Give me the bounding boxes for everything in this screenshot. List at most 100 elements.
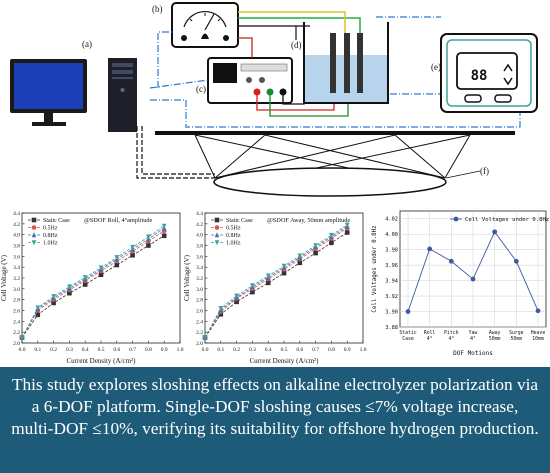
y-axis-label: Cell Voltage (V)	[183, 254, 191, 301]
x-tick-label: 0.5	[98, 347, 105, 353]
legend-label: 0.8Hz	[226, 233, 241, 239]
y-tick-label: 3.4	[196, 265, 203, 271]
y-axis-label: Cell Voltage (V)	[0, 254, 8, 301]
y-axis-label: Cell Voltages under 0.8Hz	[372, 225, 378, 312]
x-tick-label: 0.7	[312, 347, 319, 353]
x-tick-label: 0.4	[265, 347, 272, 353]
legend-label: 0.5Hz	[43, 226, 58, 232]
chart-title: @SDOF Roll, 4°amplitude	[84, 217, 153, 224]
y-tick-label: 3.0	[13, 287, 20, 293]
y-tick-label: 4.00	[385, 232, 398, 238]
data-point	[535, 308, 541, 314]
x-tick-label: 1.0	[177, 347, 184, 353]
data-point	[427, 246, 433, 252]
data-point	[250, 289, 255, 295]
x-tick-label: 0.0	[202, 347, 209, 353]
computer-tower	[108, 58, 137, 132]
series-3	[202, 222, 350, 341]
y-tick-label: 3.90	[385, 310, 398, 316]
label-b: (b)	[152, 4, 163, 14]
legend-marker	[31, 232, 37, 238]
series-1	[19, 228, 167, 340]
data-point	[492, 229, 498, 235]
x-axis-label: Current Density (A/cm²)	[250, 357, 320, 365]
x-tick-label: 0.5	[281, 347, 288, 353]
legend-label: Static Case	[43, 218, 70, 224]
sloshing-controller: 88	[440, 33, 538, 113]
legend-marker	[453, 216, 459, 222]
label-e: (e)	[431, 62, 441, 72]
data-point	[448, 258, 454, 264]
data-point	[313, 250, 318, 256]
series-0	[19, 233, 167, 340]
y-tick-label: 3.92	[385, 294, 398, 300]
data-point	[281, 263, 287, 269]
data-point	[297, 253, 303, 259]
x-tick-label: 0.4	[82, 347, 89, 353]
y-tick-label: 2.0	[196, 341, 203, 347]
power-supply	[207, 57, 293, 104]
y-tick-label: 3.6	[13, 254, 20, 260]
x-tick-label: Roll	[424, 330, 436, 336]
x-axis-label: Current Density (A/cm²)	[67, 357, 137, 365]
data-point	[161, 223, 167, 229]
x-tick-label: Heave	[531, 330, 546, 336]
legend-marker	[31, 240, 37, 246]
legend-label: Cell Voltages under 0.8Hz	[465, 217, 549, 223]
x-tick-label: 0.6	[113, 347, 120, 353]
data-point	[130, 244, 135, 250]
electrolyzer-tank	[303, 22, 389, 104]
y-tick-label: 3.94	[385, 279, 398, 285]
x-tick-label: Yaw	[469, 330, 478, 336]
x-tick-label: 50mm	[511, 336, 523, 342]
x-tick-label: 4°	[427, 336, 433, 342]
x-tick-label: 0.8	[328, 347, 335, 353]
x-tick-label: 4°	[448, 336, 454, 342]
data-point	[218, 306, 224, 312]
y-tick-label: 2.8	[13, 298, 20, 304]
label-d: (d)	[291, 40, 302, 50]
series-1	[202, 225, 350, 340]
data-point	[82, 282, 88, 287]
legend-label: 1.0Hz	[43, 241, 58, 247]
x-tick-label: Case	[402, 336, 414, 342]
y-tick-label: 3.2	[13, 276, 20, 282]
chart-title: @SDOF Away, 50mm amplitude	[267, 217, 350, 224]
data-point	[470, 276, 476, 282]
y-tick-label: 4.0	[196, 233, 203, 239]
data-point	[234, 293, 239, 299]
data-point	[313, 243, 318, 249]
x-tick-label: Pitch	[444, 330, 459, 336]
x-tick-label: 10mm	[532, 336, 544, 342]
y-tick-label: 4.0	[13, 233, 20, 239]
data-point	[265, 273, 271, 279]
x-tick-label: 50mm	[489, 336, 501, 342]
x-tick-label: 0.6	[296, 347, 303, 353]
computer-monitor	[10, 59, 87, 126]
y-tick-label: 3.6	[196, 254, 203, 260]
y-tick-label: 3.2	[196, 276, 203, 282]
label-a: (a)	[82, 39, 92, 49]
data-point	[405, 309, 411, 314]
legend-label: 1.0Hz	[226, 241, 241, 247]
series-0	[202, 230, 350, 340]
y-tick-label: 2.2	[196, 330, 203, 336]
data-point	[344, 230, 350, 235]
data-point	[98, 265, 104, 271]
y-tick-label: 3.8	[196, 244, 203, 250]
legend-label: 0.5Hz	[226, 226, 241, 232]
data-point	[146, 243, 151, 248]
data-point	[51, 300, 56, 306]
data-point	[130, 252, 135, 258]
data-point	[35, 305, 41, 311]
y-tick-label: 4.2	[196, 222, 203, 228]
y-tick-label: 2.6	[13, 309, 20, 315]
data-point	[114, 255, 120, 261]
arrow-down-icon	[503, 77, 513, 86]
data-point	[98, 272, 104, 278]
data-point	[67, 290, 72, 296]
y-tick-label: 3.4	[13, 265, 20, 271]
legend-label: 0.8Hz	[43, 233, 58, 239]
series-3	[19, 223, 167, 341]
x-tick-label: Static	[399, 330, 416, 336]
